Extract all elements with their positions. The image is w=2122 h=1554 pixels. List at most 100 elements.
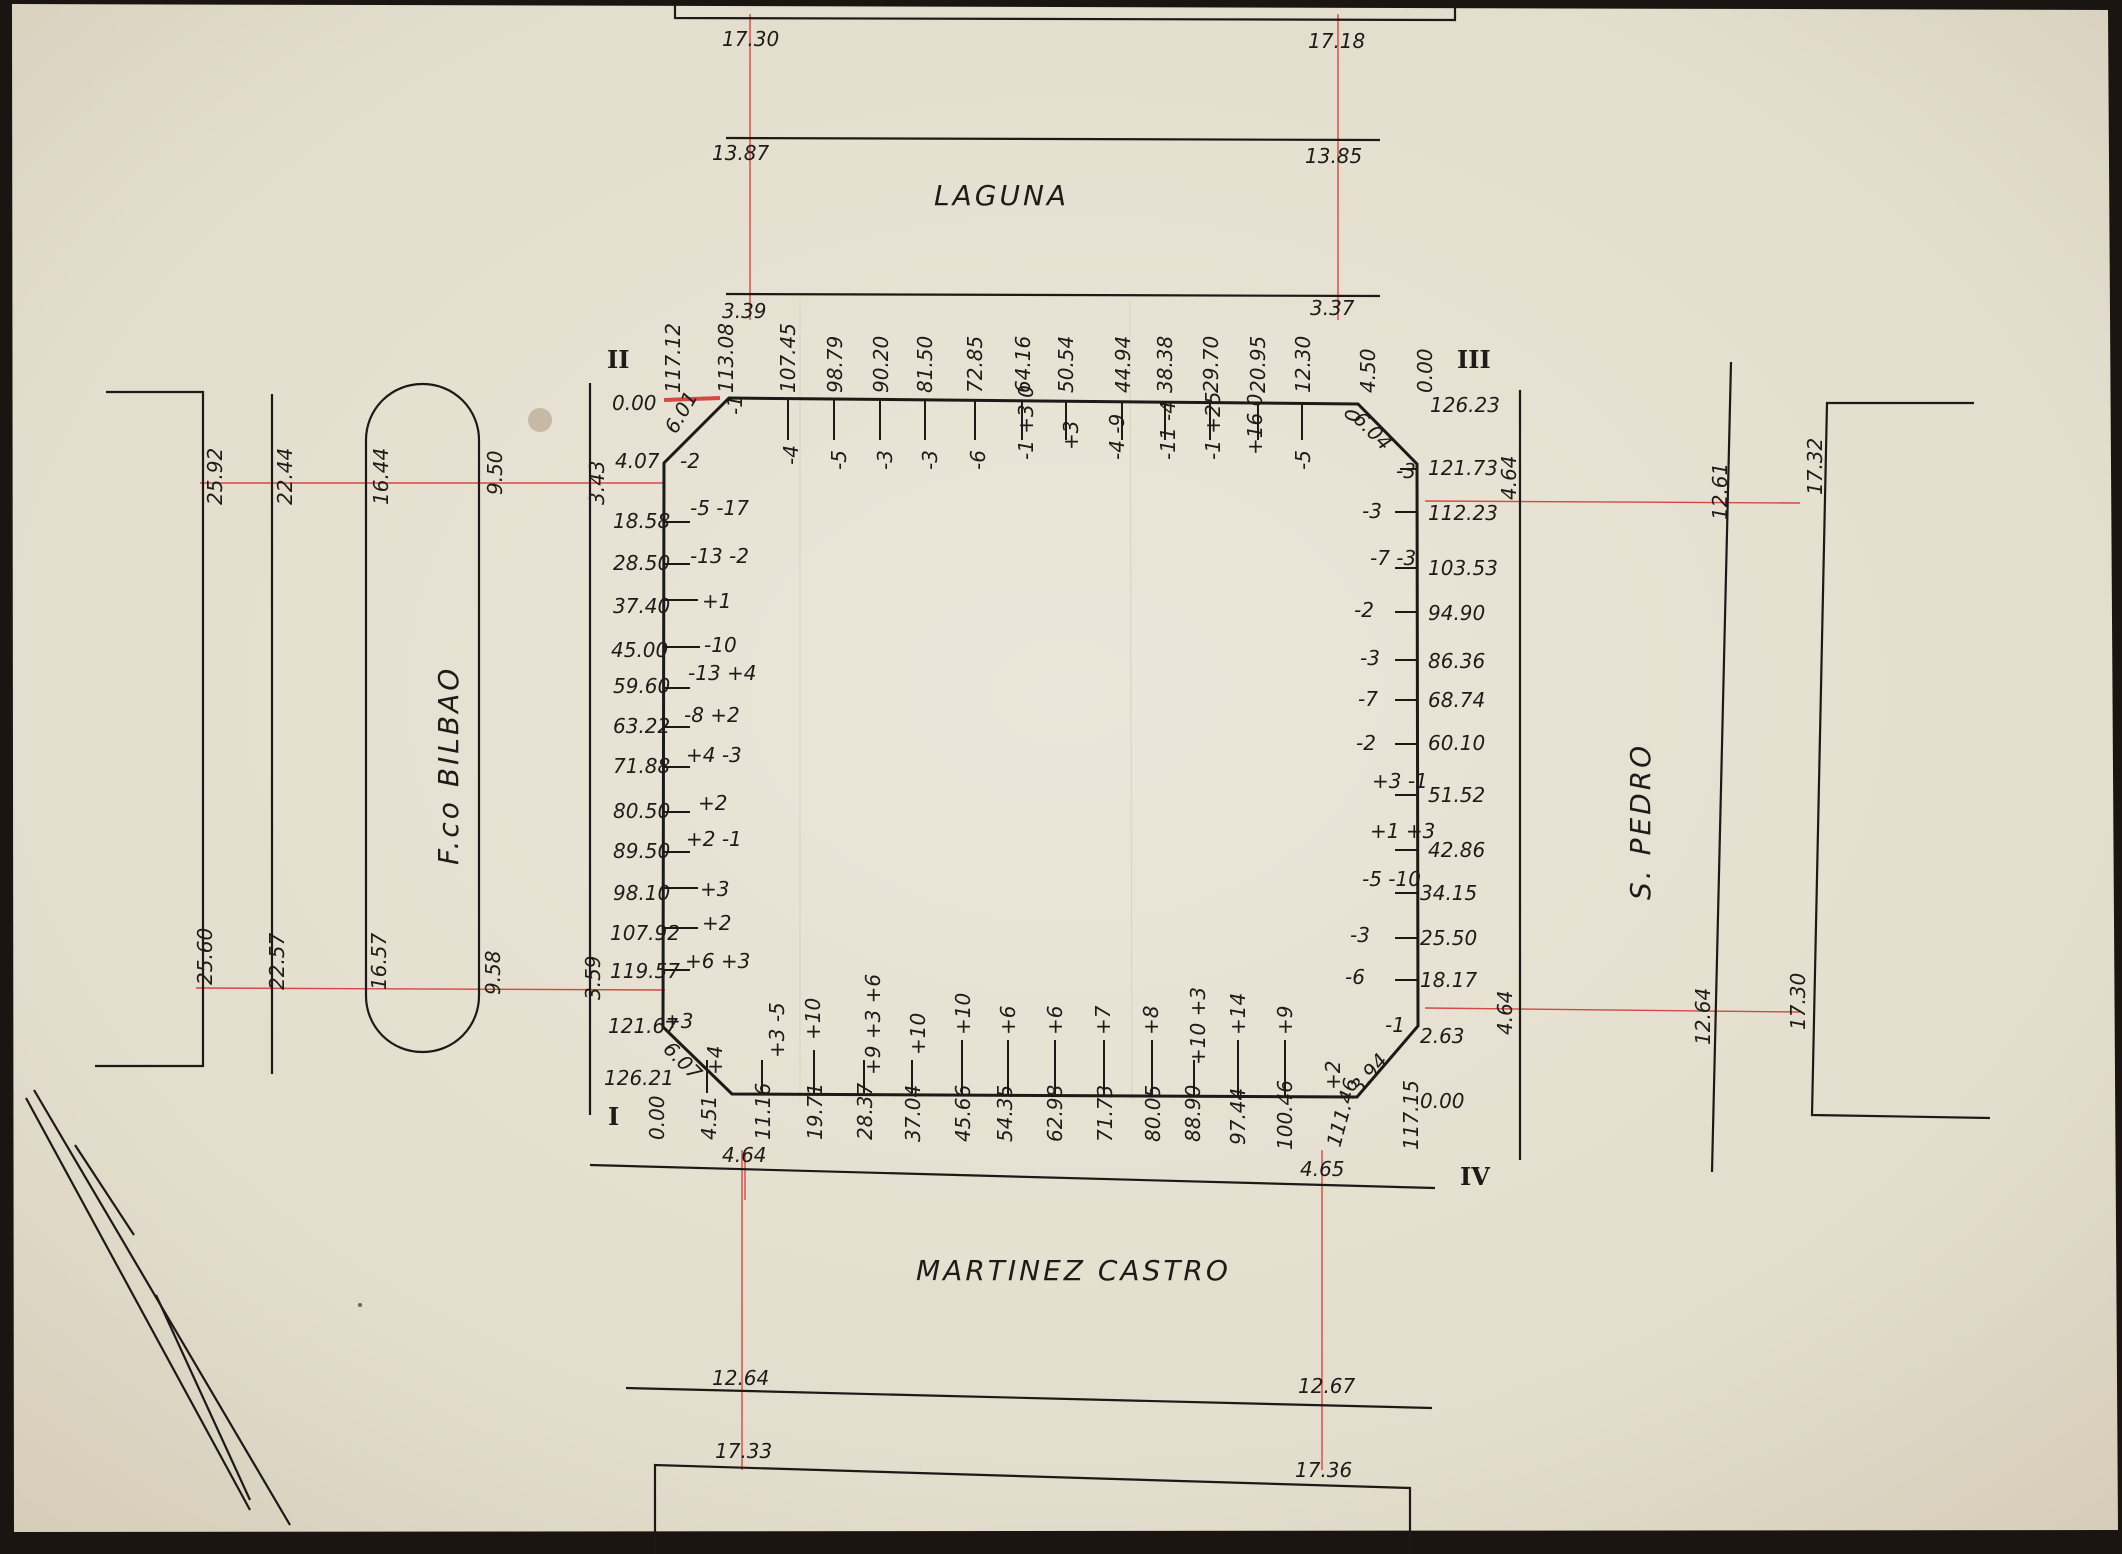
left-station: 59.60 <box>613 674 670 698</box>
level-south-bottom-right: 17.36 <box>1295 1458 1352 1482</box>
right-station: 0.00 <box>1420 1089 1465 1113</box>
left-edge-stations: 0.00 4.07 18.58 28.50 37.40 45.00 59.60 … <box>604 391 680 1090</box>
top-station: 90.20 <box>869 336 893 393</box>
right-station: 112.23 <box>1428 501 1498 525</box>
bottom-offset: +9 <box>1273 1006 1297 1035</box>
level-east-inner-top: 12.61 <box>1708 463 1732 520</box>
level-west-edge-bottom: 3.59 <box>581 955 605 1000</box>
level-west-oval-left-bottom: 16.57 <box>367 932 391 990</box>
bottom-offset: +4 <box>703 1046 727 1075</box>
left-edge-offsets: -2 -5 -17 -13 -2 +1 -10 -13 +4 -8 +2 +4 … <box>664 449 757 1033</box>
top-station: 44.94 <box>1111 336 1135 393</box>
left-offset: +3 <box>700 877 729 901</box>
right-station: 126.23 <box>1430 393 1500 417</box>
right-offset: -3 <box>1360 646 1380 670</box>
right-station: 18.17 <box>1420 968 1478 992</box>
right-offset: +3 -1 <box>1372 769 1428 793</box>
left-edge-ticks <box>664 521 700 971</box>
corner-label-se: IV <box>1460 1162 1490 1191</box>
level-east-edge-bottom: 4.64 <box>1493 990 1517 1035</box>
level-west-edge-top: 3.43 <box>585 460 609 505</box>
bottom-station: 97.44 <box>1226 1088 1250 1145</box>
left-station: 121.67 <box>608 1014 678 1038</box>
right-offset: -7 -3 <box>1370 546 1416 570</box>
south-edge-right-label: 4.65 <box>1300 1157 1345 1181</box>
bottom-offset: +9 +3 +6 <box>861 974 885 1075</box>
street-name-north: LAGUNA <box>934 179 1069 212</box>
left-offset: -10 <box>704 633 737 657</box>
level-west-oval-right-top: 9.50 <box>483 450 507 495</box>
bottom-offset: +6 <box>1043 1006 1067 1035</box>
left-station: 0.00 <box>612 391 657 415</box>
top-edge-offsets: -1 -4 -5 -3 -3 -6 -1 +3 0 +3 -4 -9 -11 -… <box>723 385 1365 470</box>
top-station: 50.54 <box>1054 336 1078 393</box>
top-station: 72.85 <box>963 336 987 393</box>
top-station: 4.50 <box>1356 348 1380 393</box>
left-station: 80.50 <box>613 799 670 823</box>
left-offset: +2 <box>702 911 731 935</box>
top-station: 29.70 <box>1199 336 1223 393</box>
right-offset: -5 -10 <box>1362 867 1421 891</box>
left-station: 18.58 <box>613 509 670 533</box>
level-north-bottom-right: 3.37 <box>1310 296 1355 320</box>
right-station: 60.10 <box>1428 731 1485 755</box>
stain <box>528 408 552 432</box>
right-station: 2.63 <box>1420 1024 1465 1048</box>
top-station: 81.50 <box>913 336 937 393</box>
right-offset: -7 <box>1358 687 1378 711</box>
right-offset: -3 <box>1362 499 1382 523</box>
left-offset: +2 -1 <box>686 827 742 851</box>
bottom-offset: +2 <box>1321 1061 1345 1090</box>
right-station: 121.73 <box>1428 456 1498 480</box>
right-station: 68.74 <box>1428 688 1485 712</box>
left-station: 126.21 <box>604 1066 674 1090</box>
right-station: 86.36 <box>1428 649 1485 673</box>
level-west-oval-left-top: 16.44 <box>369 448 393 505</box>
right-station: 94.90 <box>1428 601 1485 625</box>
left-offset: -13 +4 <box>688 661 757 685</box>
top-offset: -4 <box>779 445 803 465</box>
street-name-east: S. PEDRO <box>1624 743 1657 900</box>
top-offset: -5 <box>1291 450 1315 470</box>
top-station: 0.00 <box>1413 348 1437 393</box>
left-station: 28.50 <box>613 551 670 575</box>
top-offset: -11 -4 <box>1156 401 1180 460</box>
top-offset: -6 <box>966 450 990 470</box>
left-station: 37.40 <box>613 594 670 618</box>
left-offset: +3 <box>664 1009 693 1033</box>
street-name-south: MARTINEZ CASTRO <box>916 1254 1231 1287</box>
bottom-offset: +8 <box>1139 1006 1163 1035</box>
level-south-bottom-left: 17.33 <box>715 1439 772 1463</box>
level-south-mid-right: 12.67 <box>1298 1374 1356 1398</box>
level-north-top-right: 17.18 <box>1308 29 1365 53</box>
speck <box>358 1303 362 1307</box>
bottom-offset: +14 <box>1226 993 1250 1035</box>
street-name-west: F.co BILBAO <box>432 666 465 865</box>
block-outline <box>661 396 1420 1099</box>
bottom-edge-offsets: +4 +3 -5 +10 +9 +3 +6 +10 +10 +6 +6 +7 +… <box>703 974 1345 1090</box>
bottom-station: 117.15 <box>1399 1080 1423 1150</box>
bottom-station: 37.04 <box>901 1085 925 1142</box>
bottom-offset: +10 <box>906 1013 930 1055</box>
level-east-outer-top: 17.32 <box>1803 438 1827 495</box>
level-south-mid-left: 12.64 <box>712 1366 769 1390</box>
left-station: 4.07 <box>615 449 660 473</box>
reference-lines <box>195 14 1801 1470</box>
right-offset: -3 <box>1396 459 1416 483</box>
top-station: 117.12 <box>661 323 685 393</box>
right-station: 51.52 <box>1428 783 1485 807</box>
right-offset: -1 <box>1385 1013 1405 1037</box>
level-east-edge-top: 4.64 <box>1497 455 1521 500</box>
bottom-offset: +10 <box>951 993 975 1035</box>
street-lines <box>25 4 1991 1554</box>
bottom-station: 0.00 <box>645 1095 669 1140</box>
right-offset: -2 <box>1354 598 1374 622</box>
right-edge-offsets: -3 -3 -7 -3 -2 -3 -7 -2 +3 -1 +1 +3 -5 -… <box>1345 459 1435 1037</box>
left-offset: +1 <box>702 589 731 613</box>
top-offset: -5 <box>827 450 851 470</box>
level-east-outer-bottom: 17.30 <box>1786 973 1810 1030</box>
level-west-outer-bottom: 25.60 <box>193 928 217 985</box>
level-west-outer2-top: 22.44 <box>273 448 297 505</box>
